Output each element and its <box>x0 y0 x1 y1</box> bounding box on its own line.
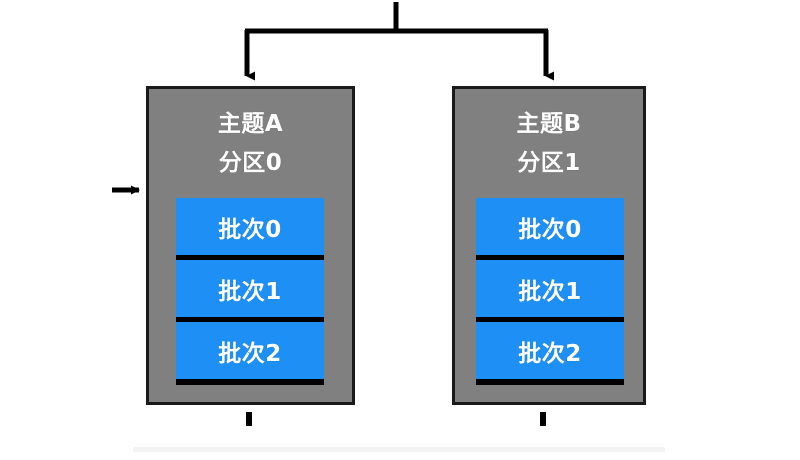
partition-label-a: 分区0 <box>218 150 283 176</box>
topic-label-a: 主题A <box>217 111 284 137</box>
partition-label-b: 分区1 <box>517 150 581 176</box>
topic-label-b: 主题B <box>516 111 582 137</box>
batch-cell[interactable]: 批次2 <box>476 322 624 379</box>
batch-cell[interactable]: 批次1 <box>176 260 324 317</box>
batch-cell[interactable]: 批次1 <box>476 260 624 317</box>
bottom-divider-strip <box>133 447 665 452</box>
batch-stack-a: 批次0 批次1 批次2 <box>176 198 324 385</box>
batch-cell[interactable]: 批次0 <box>476 198 624 255</box>
batch-cell[interactable]: 批次0 <box>176 198 324 255</box>
batch-stack-b: 批次0 批次1 批次2 <box>476 198 624 385</box>
batch-cell[interactable]: 批次2 <box>176 322 324 379</box>
